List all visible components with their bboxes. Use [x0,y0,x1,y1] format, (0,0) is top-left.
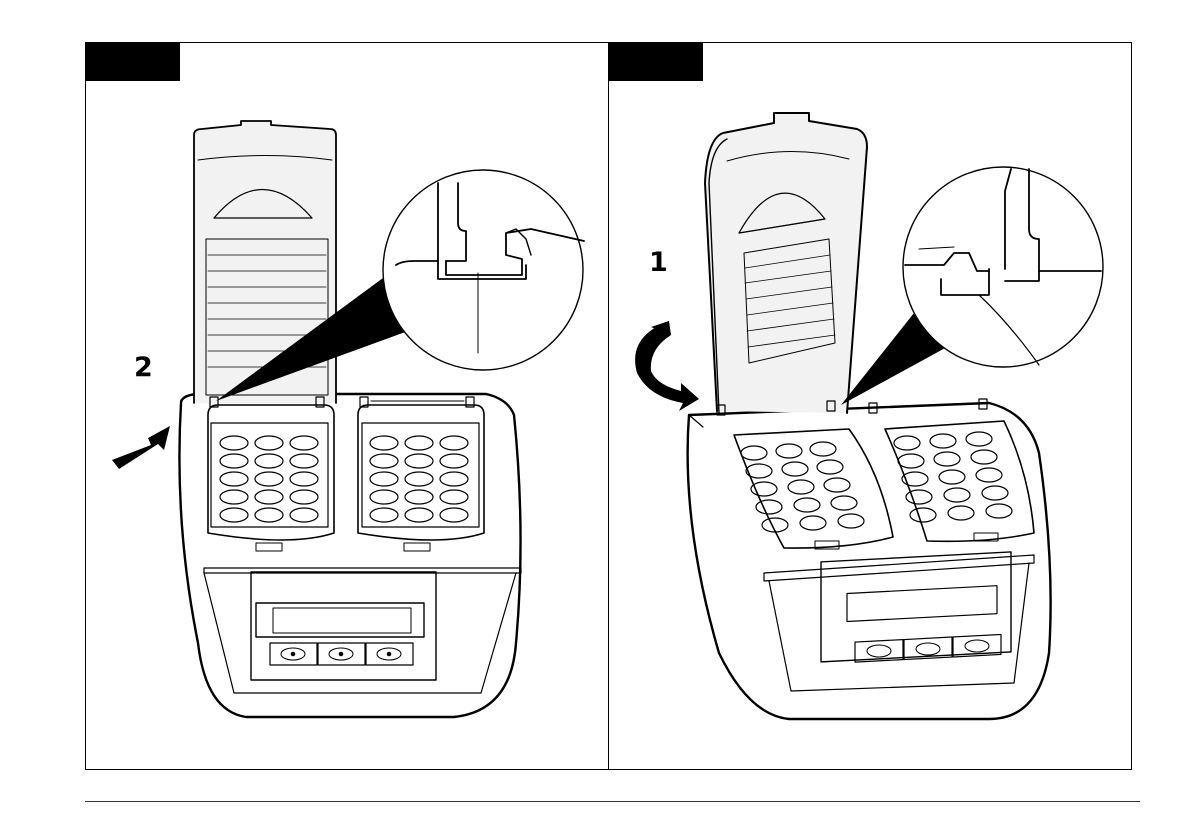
footer-divider [85,801,1140,802]
reactor-illustration-right [609,43,1132,770]
step-number-label: 2 [134,352,153,383]
reactor-illustration-left [86,43,609,770]
step-number-label: 1 [649,247,668,278]
illustration-panel-left: 2 [85,42,609,770]
illustration-panel-right: 1 [608,42,1132,770]
